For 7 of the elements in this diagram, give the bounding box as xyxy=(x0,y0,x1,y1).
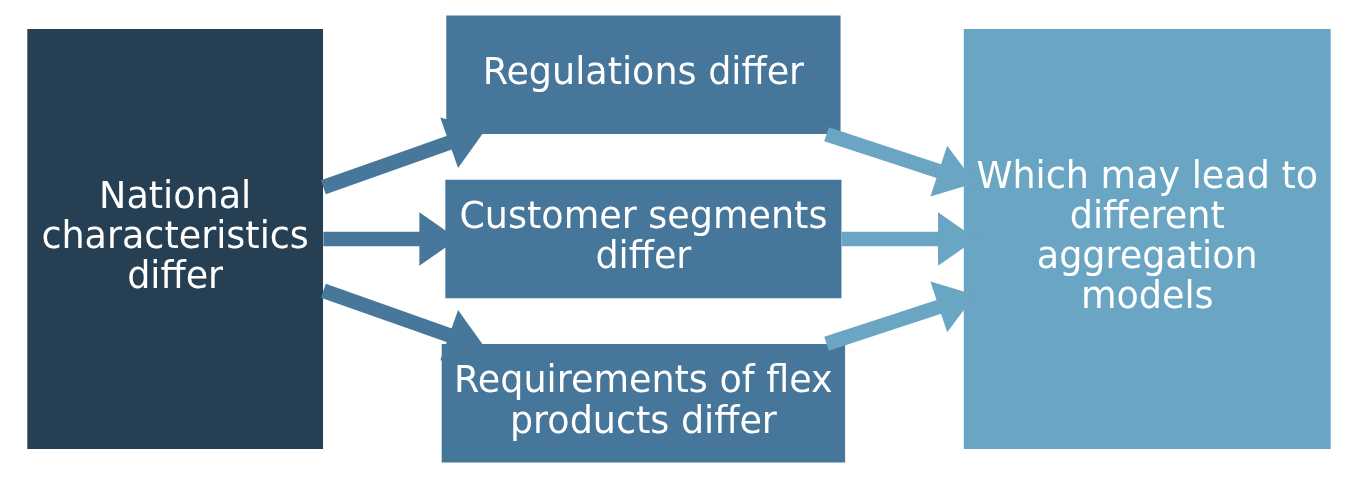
arrow xyxy=(320,283,486,361)
node-box: Regulations differ xyxy=(446,15,841,135)
node-box: Customer segments differ xyxy=(445,179,842,299)
node-box: National characteristics differ xyxy=(27,29,324,449)
arrow xyxy=(320,117,486,195)
node-box: Which may lead to different aggregation models xyxy=(963,29,1331,449)
node-box: Requirements of flex products differ xyxy=(441,343,846,463)
